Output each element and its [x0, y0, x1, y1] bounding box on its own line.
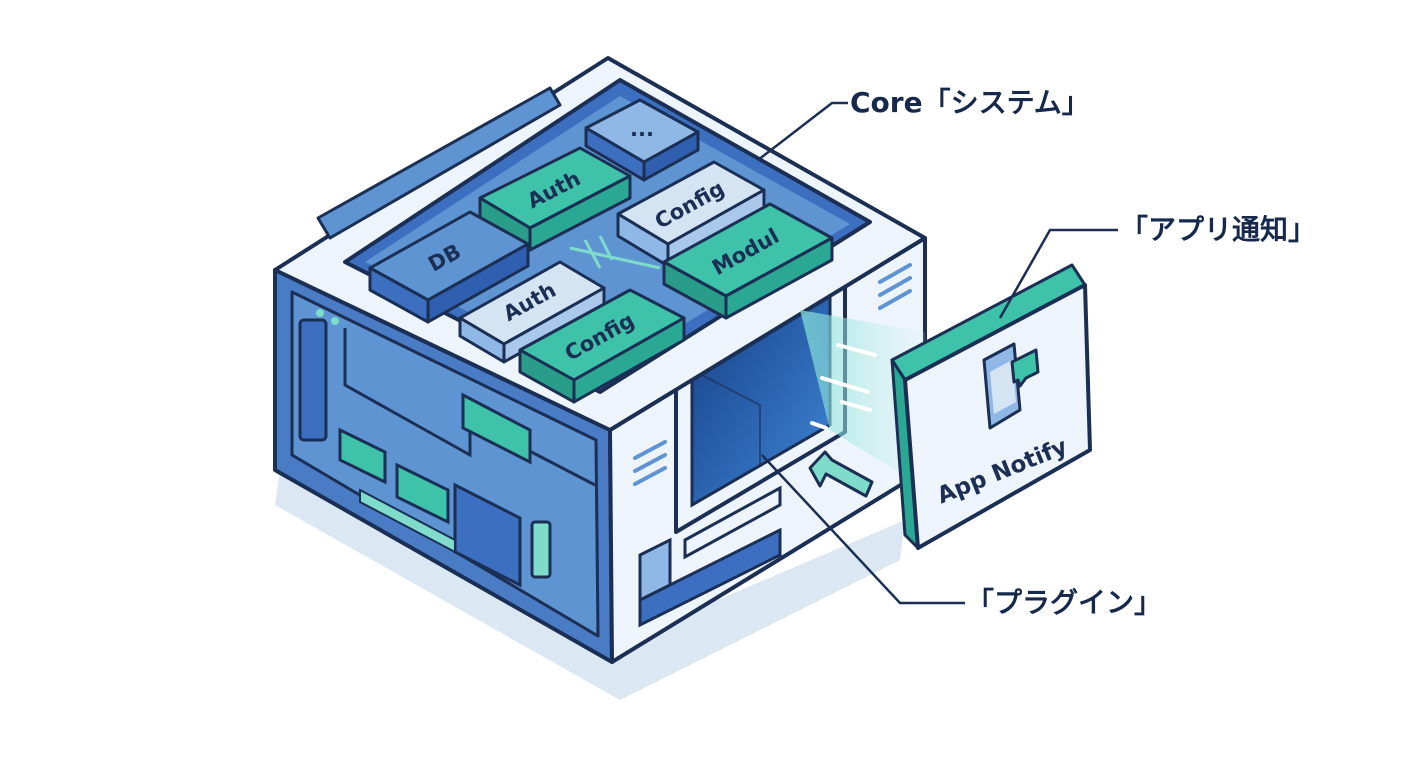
status-light-2	[331, 317, 339, 325]
plugin-light-beam	[800, 310, 925, 488]
leader-app-notify	[998, 228, 1118, 319]
callout-app-notify: 「アプリ通知」	[1120, 213, 1317, 246]
left-teal-bar	[359, 488, 456, 554]
plugin-slot-inner-edge	[691, 369, 761, 506]
module-db: DB	[368, 210, 530, 324]
module-modul: Modul	[662, 202, 834, 320]
module-auth-top: Auth	[478, 146, 632, 252]
left-dark-block	[453, 482, 522, 588]
module-config-top: Config	[616, 160, 766, 268]
status-light-1	[316, 309, 324, 317]
phone-chat-icon	[982, 342, 1040, 430]
ground-shadow	[275, 470, 905, 700]
left-teal-block-1	[461, 392, 532, 465]
insert-arrow-icon	[808, 450, 874, 498]
left-vent-slot	[298, 318, 328, 442]
module-dots-label: ...	[630, 117, 654, 141]
plugin-slot-arrow-track	[683, 485, 782, 560]
beam-streaks	[810, 343, 877, 430]
app-notify-card: App Notify	[890, 263, 1092, 550]
left-teal-pillar	[530, 520, 552, 579]
leader-core	[757, 101, 848, 161]
right-vent-lines	[878, 263, 912, 310]
tray-connector-lines	[569, 235, 661, 270]
leader-plugin	[761, 454, 965, 605]
left-teal-block-2	[338, 427, 387, 485]
callout-plugin: 「プラグイン」	[966, 586, 1163, 619]
callout-core-system: Core「システム」	[850, 86, 1090, 119]
right-vent-lines-low	[633, 440, 667, 486]
top-back-rail	[316, 86, 562, 240]
right-lower-bar	[638, 527, 782, 628]
left-teal-block-3	[395, 462, 450, 525]
module-dots: ...	[584, 98, 700, 182]
